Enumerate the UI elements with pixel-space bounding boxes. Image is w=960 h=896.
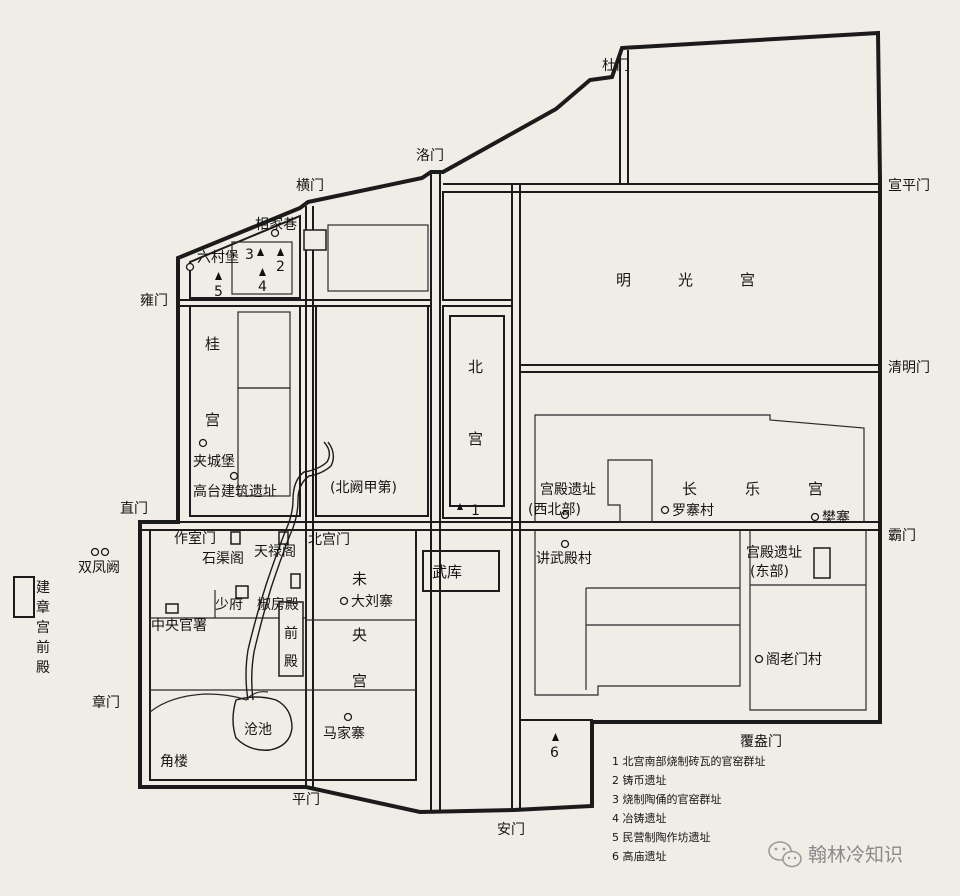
label-gongdian-db-2: (东部) xyxy=(750,564,789,580)
watermark: 翰林冷知识 xyxy=(768,841,903,868)
place-labels: 相家巷 六村堡 夹城堡 高台建筑遗址 宫殿遗址 (西北部) 罗寨村 樊寨 宫殿遗… xyxy=(78,216,850,770)
marker-num-2: 2 xyxy=(276,259,285,275)
changle-char-2: 乐 xyxy=(745,480,760,498)
weiyang-palace xyxy=(149,529,417,781)
nw-block xyxy=(189,214,429,299)
gate-an: 安门 xyxy=(497,822,525,838)
gate-tower xyxy=(303,229,327,251)
weiyang-char-1: 未 xyxy=(352,570,367,588)
palace-labels: 明 光 宫 桂 宫 北 宫 长 乐 宫 未 央 宫 (北阙甲第) 武库 前 殿 … xyxy=(36,271,823,690)
label-zhongyang: 中央官署 xyxy=(151,618,207,634)
jianzhang-char-2: 章 xyxy=(36,599,50,616)
label-xiangjiaxiang: 相家巷 xyxy=(255,216,297,233)
marker-num-6: 6 xyxy=(550,745,559,761)
label-daliu: 大刘寨 xyxy=(351,593,393,610)
weiyang-char-2: 央 xyxy=(352,626,367,644)
jianzhang-char-1: 建 xyxy=(36,580,50,596)
label-gongdian-xb-1: 宫殿遗址 xyxy=(540,482,596,498)
legend-item-6: 6 高庙遗址 xyxy=(612,849,667,863)
gui-char-2: 宫 xyxy=(205,411,220,429)
mingguang-char-3: 宫 xyxy=(740,271,755,289)
marker-num-3: 3 xyxy=(245,247,254,263)
label-gongdian-xb-2: (西北部) xyxy=(528,502,581,518)
label-jiaolou: 角楼 xyxy=(160,754,188,770)
gate-yong: 雍门 xyxy=(140,293,168,309)
changle-palace xyxy=(519,371,881,523)
bei-char-2: 宫 xyxy=(468,430,483,448)
jianzhang-char-5: 殿 xyxy=(36,660,50,676)
marker-num-4: 4 xyxy=(258,279,267,295)
gate-labels: 杜门 洛门 横门 宣平门 雍门 清明门 直门 霸门 章门 覆盎门 平门 安门 xyxy=(92,58,930,838)
beique-label: (北阙甲第) xyxy=(330,479,397,496)
marker-num-5: 5 xyxy=(214,284,223,300)
gui-char-1: 桂 xyxy=(205,335,220,353)
weiyang-char-3: 宫 xyxy=(352,672,367,690)
wechat-icon xyxy=(768,841,802,868)
label-beigongmen: 北宫门 xyxy=(308,532,350,548)
gate-luo: 洛门 xyxy=(416,148,444,164)
gate-heng: 横门 xyxy=(296,178,324,194)
legend-item-4: 4 冶铸遗址 xyxy=(612,811,667,825)
changle-char-1: 长 xyxy=(682,480,697,498)
marker-numbers: 1 2 3 4 5 6 xyxy=(214,247,559,761)
gate-xuanping: 宣平门 xyxy=(888,178,930,194)
gate-zhang: 章门 xyxy=(92,694,120,711)
triangle-markers xyxy=(215,248,559,741)
label-fanzhai: 樊寨 xyxy=(822,509,850,526)
legend-item-1: 1 北宫南部烧制砖瓦的官窑群址 xyxy=(612,754,766,768)
legend-item-2: 2 铸币遗址 xyxy=(612,773,667,787)
label-tianlu: 天禄阁 xyxy=(254,544,296,560)
gui-palace xyxy=(189,305,301,517)
gate-qingming: 清明门 xyxy=(888,360,930,376)
label-shaofu: 少府 xyxy=(215,597,243,613)
label-gelaomen: 阁老门村 xyxy=(766,652,822,668)
label-zuoshimen: 作室门 xyxy=(174,530,216,547)
site-markers xyxy=(90,228,820,722)
label-cangchi: 沧池 xyxy=(244,721,272,738)
legend-item-5: 5 民营制陶作坊遗址 xyxy=(612,830,711,844)
river xyxy=(232,441,335,751)
mingguang-char-1: 明 xyxy=(616,271,631,289)
wuku-label: 武库 xyxy=(432,563,462,581)
block-north-mid xyxy=(442,191,513,301)
label-gongdian-db-1: 宫殿遗址 xyxy=(746,545,802,561)
watermark-text: 翰林冷知识 xyxy=(808,844,903,866)
bei-palace-outer xyxy=(442,305,513,519)
changle-south xyxy=(519,529,881,723)
jianzhang-char-3: 宫 xyxy=(36,620,50,636)
gate-ba: 霸门 xyxy=(888,528,916,544)
bei-palace xyxy=(449,315,505,507)
gate-ping: 平门 xyxy=(292,792,320,808)
mingguang-block xyxy=(519,191,881,366)
label-jiaofang: 椒房殿 xyxy=(257,597,299,613)
mingguang-char-2: 光 xyxy=(678,271,693,289)
qian-char-2: 殿 xyxy=(284,654,298,670)
changle-char-3: 宫 xyxy=(808,480,823,498)
label-luozhai: 罗寨村 xyxy=(672,502,714,519)
legend: 1 北宫南部烧制砖瓦的官窑群址 2 铸币遗址 3 烧制陶俑的官窑群址 4 冶铸遗… xyxy=(612,754,766,863)
label-jiachengbao: 夹城堡 xyxy=(193,454,235,470)
label-majia: 马家寨 xyxy=(323,725,365,742)
jianzhang-box xyxy=(13,576,35,618)
cangchi-pond xyxy=(232,696,293,751)
wuku-block xyxy=(422,550,500,592)
label-shuangfengque: 双凤阙 xyxy=(78,560,120,576)
label-jiangwudian: 讲武殿村 xyxy=(536,551,592,567)
gate-fuang: 覆盎门 xyxy=(740,734,782,750)
qian-char-1: 前 xyxy=(284,625,298,642)
jianzhang-char-4: 前 xyxy=(36,639,50,656)
bei-char-1: 北 xyxy=(468,358,483,376)
label-gaotai: 高台建筑遗址 xyxy=(193,483,277,500)
label-shiqu: 石渠阁 xyxy=(202,551,244,567)
legend-item-3: 3 烧制陶俑的官窑群址 xyxy=(612,792,722,806)
beique-block xyxy=(315,305,429,517)
label-liucunbao: 六村堡 xyxy=(197,250,239,266)
marker-num-1: 1 xyxy=(471,503,480,519)
gate-du: 杜门 xyxy=(602,58,630,74)
gate-zhi: 直门 xyxy=(120,500,148,517)
